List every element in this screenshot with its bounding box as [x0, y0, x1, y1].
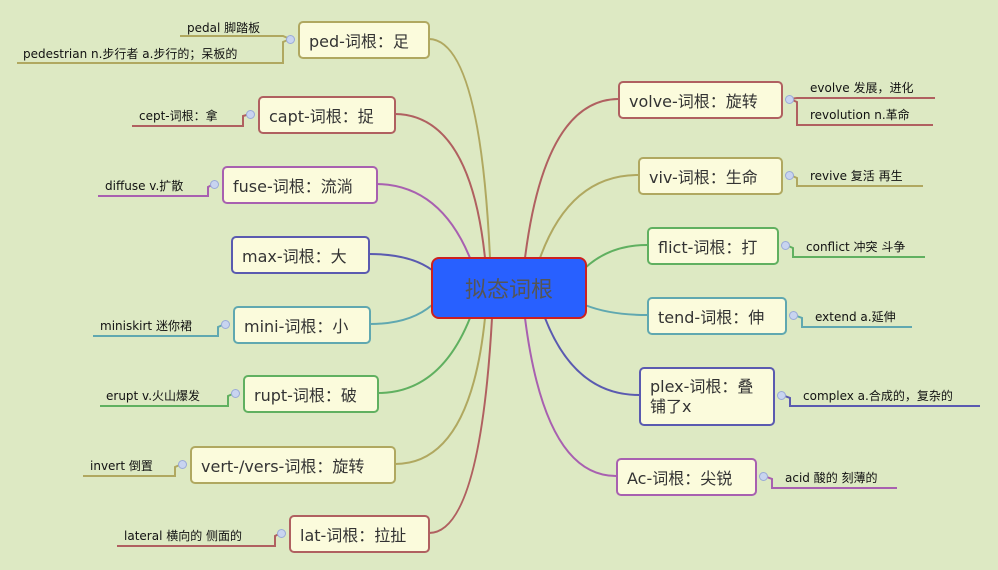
- topic-volve[interactable]: volve-词根：旋转: [618, 81, 783, 119]
- topic-mini[interactable]: mini-词根：小: [233, 306, 371, 344]
- subtopic-cept[interactable]: cept-词根：拿: [139, 109, 218, 123]
- collapse-toggle[interactable]: [178, 460, 187, 469]
- collapse-toggle[interactable]: [231, 389, 240, 398]
- collapse-toggle[interactable]: [789, 311, 798, 320]
- subtopic-pedal[interactable]: pedal 脚踏板: [187, 21, 261, 35]
- collapse-toggle[interactable]: [785, 171, 794, 180]
- collapse-toggle[interactable]: [777, 391, 786, 400]
- collapse-toggle[interactable]: [221, 320, 230, 329]
- subtopic-complex[interactable]: complex a.合成的，复杂的: [803, 389, 953, 403]
- subtopic-acid[interactable]: acid 酸的 刻薄的: [785, 471, 878, 485]
- topic-lat[interactable]: lat-词根：拉扯: [289, 515, 430, 553]
- subtopic-lateral[interactable]: lateral 横向的 侧面的: [124, 529, 243, 543]
- topic-ac[interactable]: Ac-词根：尖锐: [616, 458, 757, 496]
- topic-max[interactable]: max-词根：大: [231, 236, 370, 274]
- subtopic-evolve[interactable]: evolve 发展，进化: [810, 81, 914, 95]
- collapse-toggle[interactable]: [781, 241, 790, 250]
- topic-plex[interactable]: plex-词根：叠铺了x: [639, 367, 775, 426]
- topic-tend[interactable]: tend-词根：伸: [647, 297, 787, 335]
- subtopic-conflict[interactable]: conflict 冲突 斗争: [806, 240, 906, 254]
- topic-rupt[interactable]: rupt-词根：破: [243, 375, 379, 413]
- collapse-toggle[interactable]: [759, 472, 768, 481]
- subtopic-revolution[interactable]: revolution n.革命: [810, 108, 910, 122]
- topic-vert[interactable]: vert-/vers-词根：旋转: [190, 446, 396, 484]
- topic-viv[interactable]: viv-词根：生命: [638, 157, 783, 195]
- subtopic-diffuse[interactable]: diffuse v.扩散: [105, 179, 184, 193]
- collapse-toggle[interactable]: [286, 35, 295, 44]
- subtopic-revive[interactable]: revive 复活 再生: [810, 169, 903, 183]
- subtopic-erupt[interactable]: erupt v.火山爆发: [106, 389, 201, 403]
- topic-ped[interactable]: ped-词根：足: [298, 21, 430, 59]
- collapse-toggle[interactable]: [785, 95, 794, 104]
- topic-capt[interactable]: capt-词根：捉: [258, 96, 396, 134]
- subtopic-invert[interactable]: invert 倒置: [90, 459, 153, 473]
- subtopic-miniskirt[interactable]: miniskirt 迷你裙: [100, 319, 192, 333]
- subtopic-pedestrian[interactable]: pedestrian n.步行者 a.步行的；呆板的: [23, 47, 238, 61]
- collapse-toggle[interactable]: [210, 180, 219, 189]
- topic-fuse[interactable]: fuse-词根：流淌: [222, 166, 378, 204]
- collapse-toggle[interactable]: [246, 110, 255, 119]
- central-topic[interactable]: 拟态词根: [431, 257, 587, 319]
- subtopic-extend[interactable]: extend a.延伸: [815, 310, 896, 324]
- topic-flict[interactable]: flict-词根：打: [647, 227, 779, 265]
- collapse-toggle[interactable]: [277, 529, 286, 538]
